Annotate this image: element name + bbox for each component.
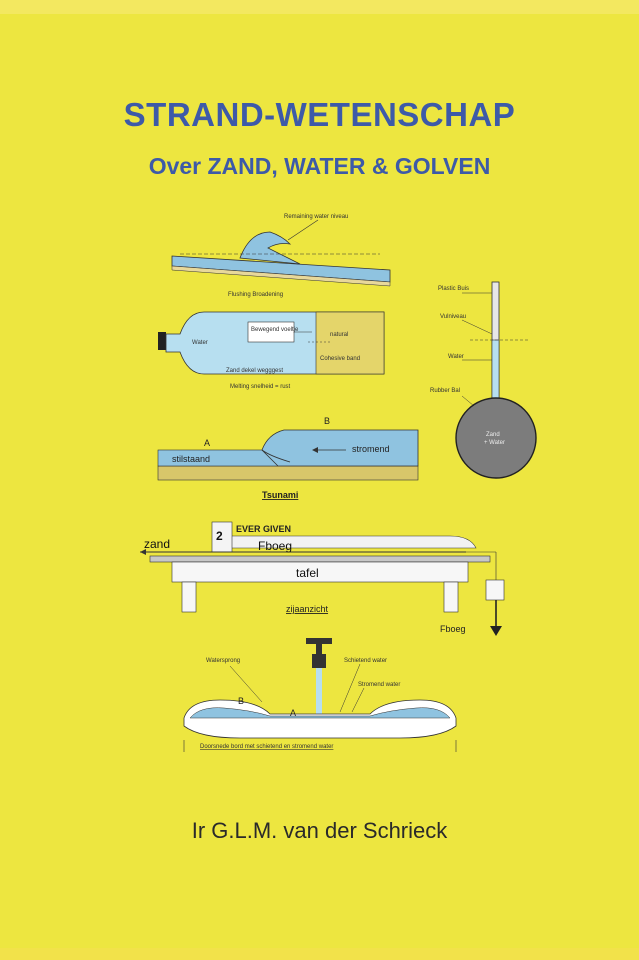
- ball-label-1: Zand: [486, 432, 500, 438]
- tsunami-stromend: stromend: [352, 444, 390, 454]
- author-name: Ir G.L.M. van der Schrieck: [191, 818, 448, 843]
- tsunami-stilstaand: stilstaand: [172, 454, 210, 464]
- plate-a-label: A: [290, 708, 296, 718]
- book-subtitle: Over ZAND, WATER & GOLVEN: [148, 153, 491, 179]
- schietend-label: Schietend water: [344, 658, 387, 664]
- bottle-right-mid: Cohesive band: [320, 356, 360, 362]
- diagram-slope-wave: Remaining water niveau Flushing Broadeni…: [171, 214, 391, 298]
- diagram-tube-ball: Plastic Buis Vulniveau Water Rubber Bal …: [430, 281, 537, 479]
- tube-rubber-label: Rubber Bal: [430, 388, 460, 394]
- ball-label-2: + Water: [484, 440, 505, 446]
- side-view-caption: zijaanzicht: [286, 604, 329, 614]
- stromend-label: Stromend water: [358, 682, 400, 688]
- fboeg-down-label: Fboeg: [440, 624, 466, 634]
- diagram-bottle: Water Bewegend voeltje natural Cohesive …: [158, 311, 385, 390]
- fboeg-label: Fboeg: [258, 539, 292, 553]
- plate-caption: Doorsnede bord met schietend en stromend…: [200, 744, 333, 750]
- plate-b-label: B: [238, 696, 244, 706]
- slope-label-bottom: Flushing Broadening: [228, 292, 283, 298]
- book-title: STRAND-WETENSCHAP: [123, 96, 516, 133]
- tsunami-a: A: [204, 438, 210, 448]
- weight-label: 2: [216, 529, 223, 543]
- slope-label-top: Remaining water niveau: [284, 214, 348, 220]
- tube-plastic-label: Plastic Buis: [438, 286, 469, 292]
- ship-label: EVER GIVEN: [236, 524, 291, 534]
- watersprong-label: Watersprong: [206, 658, 240, 664]
- tafel-label: tafel: [296, 566, 319, 580]
- bottle-water-label: Water: [192, 340, 208, 346]
- bottle-bottom-2: Melting snelheid = rust: [230, 384, 291, 390]
- tube-vulniveau-label: Vulniveau: [440, 314, 466, 320]
- bottle-box-label: Bewegend voeltje: [251, 327, 299, 333]
- top-stripe: [0, 0, 639, 14]
- tube-water-label: Water: [448, 354, 464, 360]
- bottom-stripe: [0, 948, 639, 960]
- diagram-table: 2 EVER GIVEN zand Fboeg tafel zijaanzich…: [140, 521, 505, 636]
- bottle-bottom-1: Zand dekel wegggest: [226, 368, 283, 374]
- diagram-tap-plate: Watersprong Schietend water Stromend wat…: [183, 638, 457, 752]
- diagram-tsunami: A B stilstaand stromend Tsunami: [157, 416, 419, 500]
- bottle-right-top: natural: [330, 332, 348, 338]
- tsunami-b: B: [324, 416, 330, 426]
- zand-label: zand: [144, 537, 170, 551]
- tsunami-caption: Tsunami: [262, 490, 298, 500]
